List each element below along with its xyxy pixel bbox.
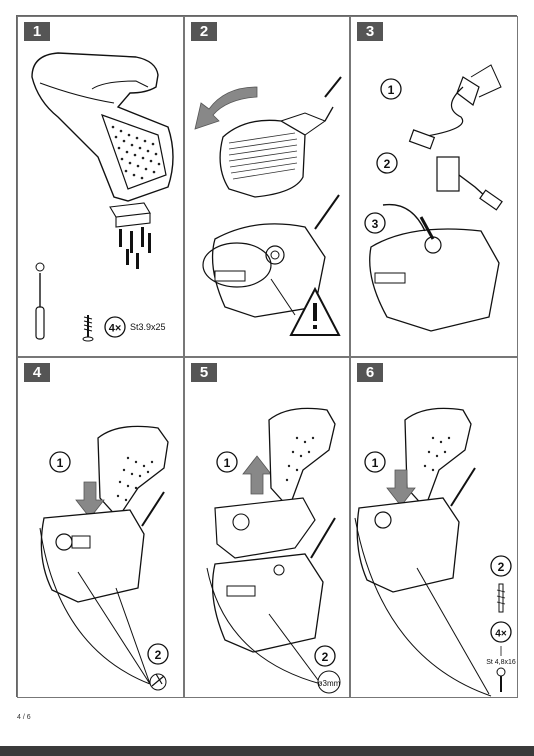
page-number: 4 / 6 — [17, 714, 31, 721]
step-3-panel: 3 1 2 3 — [350, 16, 518, 357]
screw-quantity: 4× — [495, 629, 507, 640]
arrow-icon — [194, 86, 258, 130]
screw-icon — [496, 583, 506, 613]
step-6-badge: 6 — [357, 363, 383, 382]
arrow-icon — [75, 481, 105, 519]
callout-1: 1 — [224, 456, 231, 470]
arrow-icon — [386, 469, 416, 507]
step-3-badge: 3 — [357, 22, 383, 41]
screw-spec: St 4,8x16 — [486, 659, 516, 666]
arrow-icon — [242, 455, 272, 495]
armrest-illustration-1: 4× St3.9x25 — [31, 52, 174, 342]
step-5-panel: 5 1 2 ø3 — [184, 357, 350, 698]
step-4-panel: 4 1 2 — [17, 357, 184, 698]
callout-1: 1 — [372, 456, 379, 470]
step-1-badge: 1 — [24, 22, 50, 41]
armrest-illustration-2 — [194, 76, 342, 336]
screw-quantity: 4× — [109, 323, 122, 335]
callout-2: 2 — [322, 650, 329, 664]
callout-2: 2 — [384, 157, 391, 171]
step-1-panel: 1 — [17, 16, 184, 357]
step-5-badge: 5 — [191, 363, 217, 382]
armrest-illustration-5: 1 2 ø3mm — [206, 407, 341, 694]
screw-icon — [82, 315, 94, 342]
footer-bar — [0, 746, 534, 756]
warning-triangle-icon — [289, 286, 341, 336]
screw-spec: St3.9x25 — [130, 322, 166, 332]
screwdriver-icon — [35, 262, 45, 340]
instruction-grid: 1 — [16, 15, 518, 698]
dotted-pattern — [111, 125, 161, 180]
callout-2: 2 — [498, 560, 505, 574]
screw-icon — [496, 667, 506, 692]
drill-size: ø3mm — [318, 679, 341, 688]
armrest-illustration-4: 1 2 — [39, 425, 169, 691]
armrest-illustration-3: 1 2 3 — [364, 64, 503, 332]
callout-3: 3 — [372, 217, 379, 231]
drill-icon — [149, 673, 167, 691]
armrest-illustration-6: 1 2 4× St 4,8x16 — [354, 407, 516, 697]
step-2-badge: 2 — [191, 22, 217, 41]
step-6-panel: 6 1 2 4× — [350, 357, 518, 698]
step-2-panel: 2 — [184, 16, 350, 357]
callout-1: 1 — [388, 83, 395, 97]
callout-2: 2 — [155, 648, 162, 662]
callout-1: 1 — [57, 456, 64, 470]
step-4-badge: 4 — [24, 363, 50, 382]
